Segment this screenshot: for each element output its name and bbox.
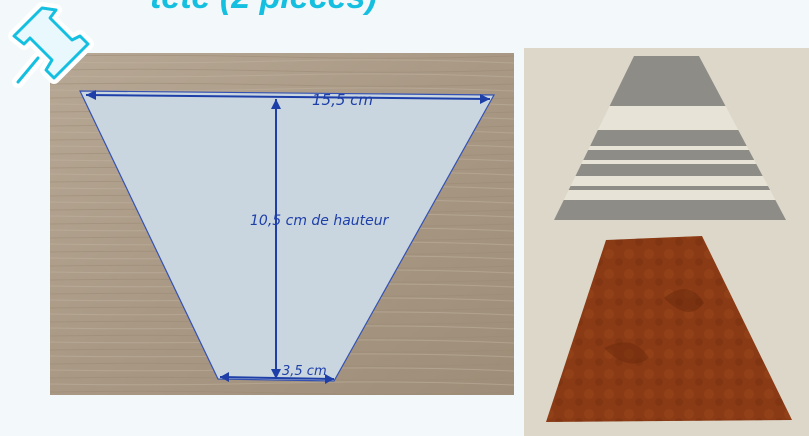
height-label: 10,5 cm de hauteur (250, 213, 390, 229)
bottom-label: 3,5 cm (282, 364, 327, 379)
fabric-photo (524, 48, 809, 436)
page-title: tête (2 pièces) (150, 0, 377, 17)
pushpin-icon (8, 2, 94, 88)
pattern-photo: 15,5 cm 10,5 cm de hauteur 3,5 cm (50, 53, 514, 395)
rust-fabric-piece (546, 236, 792, 422)
pattern-paper (79, 90, 496, 382)
width-label: 15,5 cm (312, 91, 373, 109)
